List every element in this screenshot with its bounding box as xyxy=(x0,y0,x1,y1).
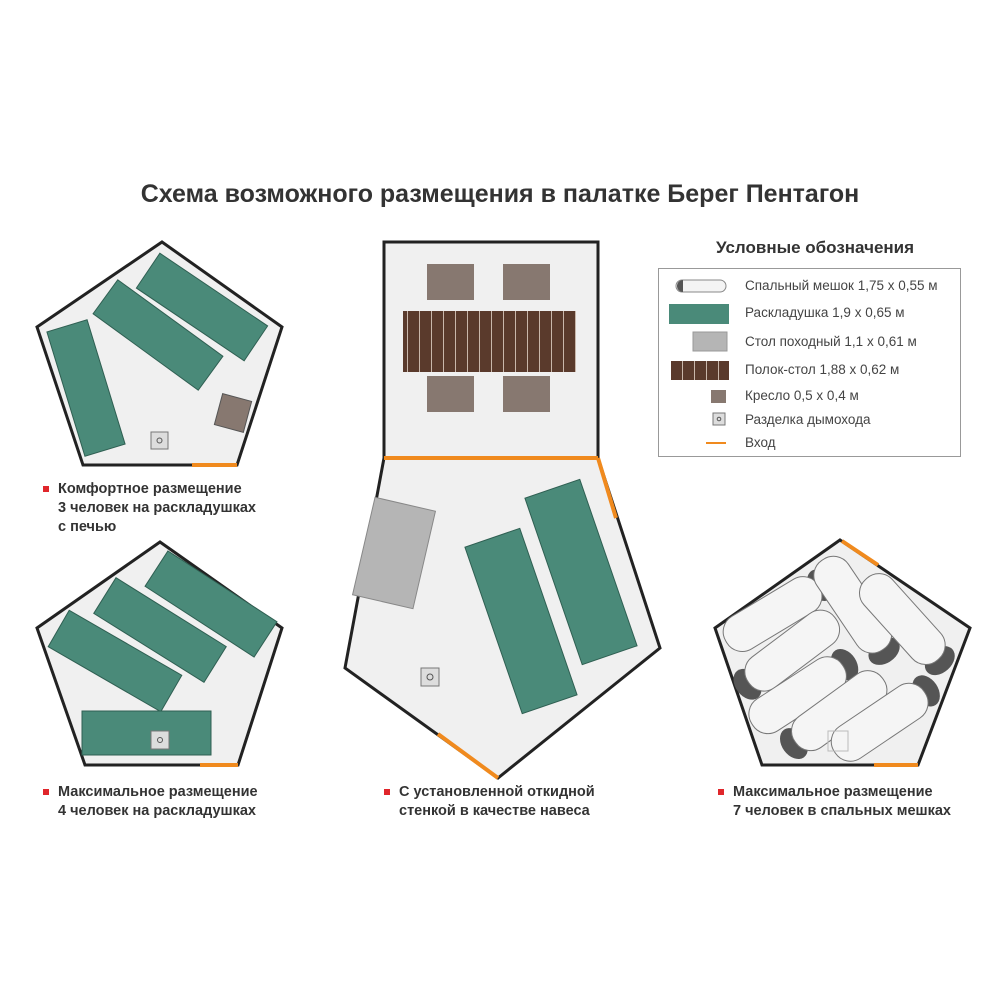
shelf-table-icon xyxy=(671,361,729,380)
cot xyxy=(464,527,578,715)
sleeping-bag xyxy=(733,609,841,700)
cot xyxy=(144,550,278,658)
chair-icon xyxy=(711,390,726,403)
bag-body xyxy=(858,573,946,665)
plan-comfort xyxy=(35,240,284,467)
entrance xyxy=(840,539,880,567)
chair xyxy=(213,393,253,433)
chimney-pass xyxy=(150,730,170,750)
chair xyxy=(503,264,550,300)
plan-max-bags xyxy=(713,538,972,767)
entrance xyxy=(436,732,500,780)
cot xyxy=(524,478,638,666)
page-title: Схема возможного размещения в палатке Бе… xyxy=(140,180,860,208)
cot xyxy=(93,577,227,683)
sleeping-bag xyxy=(748,648,859,735)
cot xyxy=(47,609,183,713)
chair xyxy=(427,376,474,412)
plan-max-cots xyxy=(35,540,284,767)
legend-item: Разделка дымохода xyxy=(745,412,871,427)
legend-item: Спальный мешок 1,75 х 0,55 м xyxy=(745,278,938,293)
legend-item: Раскладушка 1,9 х 0,65 м xyxy=(745,305,905,320)
chimney-pass xyxy=(827,730,849,752)
legend-item: Стол походный 1,1 х 0,61 м xyxy=(745,334,917,349)
bag-body xyxy=(830,682,929,762)
sleeping-bag xyxy=(830,675,940,762)
shelf-table xyxy=(403,311,576,372)
legend-item: Полок-стол 1,88 х 0,62 м xyxy=(745,362,900,377)
legend-item: Кресло 0,5 х 0,4 м xyxy=(745,388,859,403)
cot xyxy=(46,319,126,457)
cot xyxy=(135,252,269,362)
legend: Спальный мешок 1,75 х 0,55 м Раскладушка… xyxy=(658,268,961,457)
plan-awning xyxy=(343,240,662,780)
cot xyxy=(92,279,224,391)
chimney-pass xyxy=(150,431,169,450)
entrance xyxy=(596,457,618,519)
camp-table xyxy=(351,496,437,610)
camp-table-icon xyxy=(692,331,728,352)
cot xyxy=(81,710,212,756)
chimney-pass xyxy=(420,667,440,687)
chair xyxy=(503,376,550,412)
chair xyxy=(427,264,474,300)
bag-body xyxy=(744,609,841,692)
sleeping-bag xyxy=(858,573,955,676)
legend-item: Вход xyxy=(745,435,776,450)
sleeping-bag-icon xyxy=(675,279,727,293)
sleeping-bag xyxy=(813,555,900,665)
legend-title: Условные обозначения xyxy=(715,238,915,257)
chimney-pass-icon xyxy=(712,412,726,426)
cot-icon xyxy=(669,304,729,324)
legend-icons xyxy=(669,279,729,444)
